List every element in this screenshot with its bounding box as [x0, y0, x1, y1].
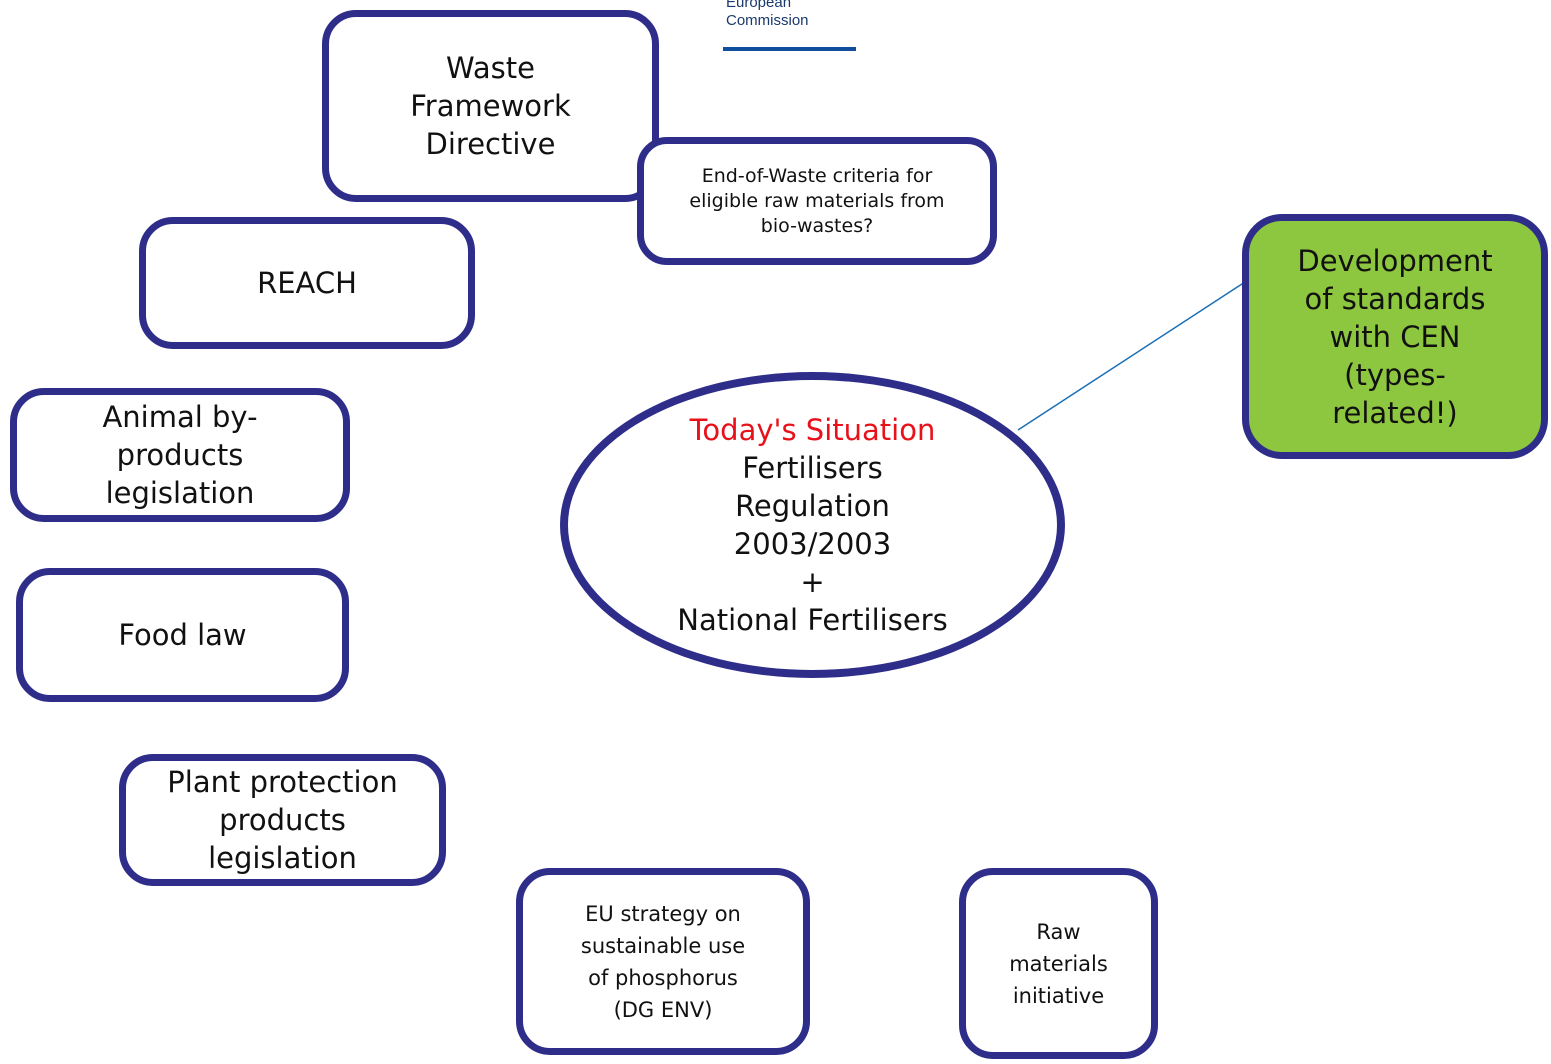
node-cen-standards: Development of standards with CEN (types…	[1242, 214, 1548, 459]
logo-line-2: Commission	[726, 12, 809, 29]
node-todays-situation: Today's Situation Fertilisers Regulation…	[560, 372, 1065, 678]
center-line: Fertilisers	[742, 451, 883, 485]
node-text: with CEN	[1329, 319, 1461, 354]
node-text: End-of-Waste criteria for	[701, 164, 933, 187]
connector-line-standards	[1017, 281, 1246, 431]
node-reach: REACH	[139, 217, 475, 349]
node-text: of phosphorus	[588, 965, 738, 990]
node-text: Food law	[118, 618, 247, 652]
node-food-law: Food law	[16, 568, 349, 702]
node-text: initiative	[1012, 983, 1105, 1008]
node-waste-framework-directive: Waste Framework Directive	[322, 10, 659, 202]
node-text: legislation	[105, 476, 255, 510]
node-text: Directive	[425, 127, 556, 161]
node-text: products	[116, 438, 244, 472]
node-text: products	[219, 803, 346, 837]
node-text: eligible raw materials from	[689, 189, 945, 212]
node-text: Plant protection	[167, 765, 398, 799]
node-end-of-waste: End-of-Waste criteria for eligible raw m…	[637, 137, 997, 265]
center-line: +	[800, 565, 825, 599]
node-text: bio-wastes?	[760, 214, 874, 237]
center-title: Today's Situation	[689, 413, 936, 447]
node-text: Framework	[410, 89, 571, 123]
node-plant-protection: Plant protection products legislation	[119, 754, 446, 886]
node-raw-materials: Raw materials initiative	[959, 868, 1158, 1059]
node-text: REACH	[257, 266, 357, 300]
node-text: of standards	[1304, 281, 1486, 316]
center-line: 2003/2003	[733, 527, 892, 561]
node-text: Animal by-	[102, 400, 258, 434]
node-text: (types-	[1344, 357, 1446, 392]
node-text: EU strategy on	[585, 901, 741, 926]
node-text: related!)	[1332, 395, 1458, 430]
center-line: Regulation	[735, 489, 890, 523]
european-commission-logo: European Commission	[723, 0, 856, 51]
node-text: sustainable use	[580, 933, 746, 958]
node-text: materials	[1009, 951, 1108, 976]
node-text: Raw	[1036, 919, 1081, 944]
logo-line-1: European	[726, 0, 792, 11]
node-text: Waste	[446, 51, 535, 85]
node-animal-byproducts: Animal by- products legislation	[10, 388, 350, 522]
center-line: National Fertilisers	[677, 603, 948, 637]
node-text: Development	[1297, 243, 1493, 278]
node-phosphorus-strategy: EU strategy on sustainable use of phosph…	[516, 868, 810, 1055]
node-text: (DG ENV)	[613, 997, 713, 1022]
node-text: legislation	[208, 841, 357, 875]
